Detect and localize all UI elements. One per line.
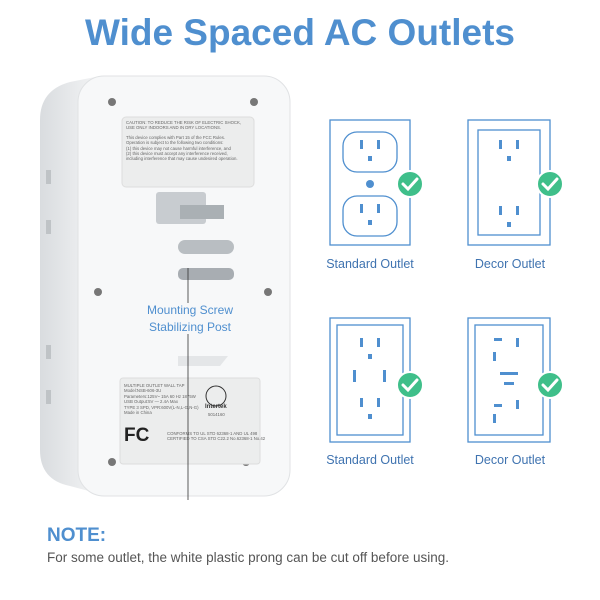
page-title: Wide Spaced AC Outlets (84, 12, 516, 53)
spec-line: Made in China (124, 410, 152, 416)
fcc-line: (2) this device must accept any interfer… (126, 151, 228, 157)
check-icon (536, 371, 564, 399)
note-title: NOTE: (47, 525, 107, 546)
fcc-logo: FC (124, 425, 150, 446)
outlet-diagrams (329, 119, 564, 443)
caution-line: USE ONLY INDOORS AND IN DRY LOCATIONS. (126, 125, 222, 131)
conform-line: CERTIFIED TO CSA STD C22.2 No.62368-1 No… (167, 436, 266, 442)
outlet-label: Standard Outlet (326, 257, 414, 271)
cert-number: 5014160 (208, 412, 225, 417)
caution-line: CAUTION: TO REDUCE THE RISK OF ELECTRIC … (126, 120, 242, 125)
spec-line: MULTIPLE OUTLET WALL TAP (124, 383, 185, 388)
outlet-label: Decor Outlet (474, 453, 546, 467)
spec-line: Model:NSB-606-3U (124, 388, 162, 394)
mounting-screw-annotation: Mounting Screw Stabilizing Post (120, 303, 260, 334)
annotation-line: Mounting Screw (146, 303, 234, 317)
conform-label: CONFORMS TO UL STD 62368-1 AND UL 498 CE… (167, 431, 267, 442)
spec-line: Parameters:125V~ 15A 60 Hz 1875W (124, 393, 196, 399)
annotation-line: Stabilizing Post (148, 320, 232, 334)
check-icons (396, 170, 564, 399)
spec-line: USB Output:5V — 2.4A Max (124, 399, 178, 405)
cert-mark: Intertek (205, 404, 227, 410)
fcc-line: including interference that may cause un… (126, 156, 238, 162)
fcc-line: Operation is subject to the following tw… (126, 140, 224, 146)
note-text: For some outlet, the white plastic prong… (47, 550, 449, 565)
fcc-line: (1) this device may not cause harmful in… (126, 145, 231, 151)
outlet-label: Decor Outlet (474, 257, 546, 271)
wall-tap-device (40, 75, 291, 500)
check-icon (536, 170, 564, 198)
spec-line: TYPE 3 SPD, VPR:600V(L-N,L-G,N-G) (124, 404, 199, 410)
check-icon (396, 371, 424, 399)
fcc-line: This device complies with Part 15 of the… (126, 134, 226, 140)
caution-label: CAUTION: TO REDUCE THE RISK OF ELECTRIC … (126, 120, 254, 162)
outlet-label: Standard Outlet (326, 453, 414, 467)
check-icon (396, 170, 424, 198)
spec-label: MULTIPLE OUTLET WALL TAP Model:NSB-606-3… (124, 383, 204, 415)
conform-line: CONFORMS TO UL STD 62368-1 AND UL 498 (167, 431, 258, 436)
